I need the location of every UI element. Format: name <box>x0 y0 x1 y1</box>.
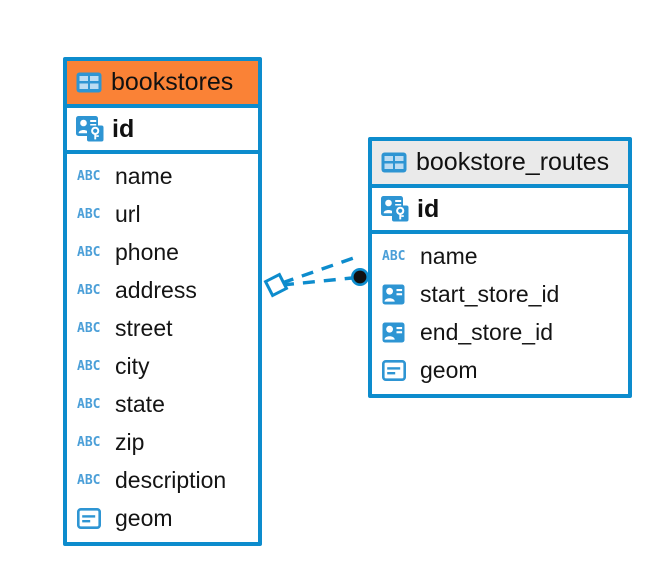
relationship-line-start-store-id[interactable] <box>280 256 355 285</box>
table-bookstore-routes[interactable]: bookstore_routes id <box>368 137 632 398</box>
table-icon <box>76 72 102 93</box>
field-name: end_store_id <box>420 318 553 345</box>
abc-icon: ABC <box>77 282 101 298</box>
field-row-geom[interactable]: geom <box>372 351 628 389</box>
table-icon <box>381 152 407 173</box>
field-row-city[interactable]: ABC city <box>67 347 258 385</box>
field-list-bookstores: ABC name ABC url ABC phone ABC address A… <box>67 154 258 537</box>
relationship-circle-marker[interactable] <box>351 268 369 286</box>
abc-icon: ABC <box>382 248 406 264</box>
field-name: url <box>115 200 141 227</box>
field-name: name <box>115 162 173 189</box>
field-row-id[interactable]: id <box>67 108 258 154</box>
abc-icon: ABC <box>77 168 101 184</box>
primary-key-icon <box>381 196 409 222</box>
field-row-state[interactable]: ABC state <box>67 385 258 423</box>
field-row-name[interactable]: ABC name <box>372 237 628 275</box>
field-row-start-store-id[interactable]: start_store_id <box>372 275 628 313</box>
field-name: city <box>115 352 150 379</box>
field-name: address <box>115 276 197 303</box>
field-row-zip[interactable]: ABC zip <box>67 423 258 461</box>
field-name: id <box>112 114 135 143</box>
field-name: state <box>115 390 165 417</box>
field-row-description[interactable]: ABC description <box>67 461 258 499</box>
field-name: phone <box>115 238 179 265</box>
relationship-line-end-store-id[interactable] <box>281 276 353 287</box>
field-list-bookstore-routes: ABC name start_store_id <box>372 234 628 389</box>
field-name: name <box>420 242 478 269</box>
table-header-bookstores[interactable]: bookstores <box>67 61 258 108</box>
foreign-key-icon <box>382 284 412 305</box>
field-row-street[interactable]: ABC street <box>67 309 258 347</box>
field-name: start_store_id <box>420 280 560 307</box>
field-row-address[interactable]: ABC address <box>67 271 258 309</box>
table-bookstores[interactable]: bookstores id <box>63 57 262 546</box>
abc-icon: ABC <box>77 434 101 450</box>
geometry-icon <box>77 507 107 529</box>
abc-icon: ABC <box>77 358 101 374</box>
table-title: bookstore_routes <box>416 148 610 176</box>
field-name: geom <box>420 356 478 383</box>
field-name: zip <box>115 428 145 455</box>
field-name: id <box>417 194 440 223</box>
abc-icon: ABC <box>77 206 101 222</box>
relationship-diamond-marker[interactable] <box>262 271 290 299</box>
abc-icon: ABC <box>77 320 101 336</box>
geometry-icon <box>382 359 412 381</box>
table-header-bookstore-routes[interactable]: bookstore_routes <box>372 141 628 188</box>
field-name: street <box>115 314 173 341</box>
field-row-phone[interactable]: ABC phone <box>67 233 258 271</box>
field-row-id[interactable]: id <box>372 188 628 234</box>
abc-icon: ABC <box>77 244 101 260</box>
foreign-key-icon <box>382 322 412 343</box>
field-row-url[interactable]: ABC url <box>67 195 258 233</box>
primary-key-icon <box>76 116 104 142</box>
field-row-geom[interactable]: geom <box>67 499 258 537</box>
field-row-end-store-id[interactable]: end_store_id <box>372 313 628 351</box>
abc-icon: ABC <box>77 396 101 412</box>
table-title: bookstores <box>111 68 234 96</box>
field-name: geom <box>115 504 173 531</box>
abc-icon: ABC <box>77 472 101 488</box>
field-row-name[interactable]: ABC name <box>67 157 258 195</box>
field-name: description <box>115 466 227 493</box>
